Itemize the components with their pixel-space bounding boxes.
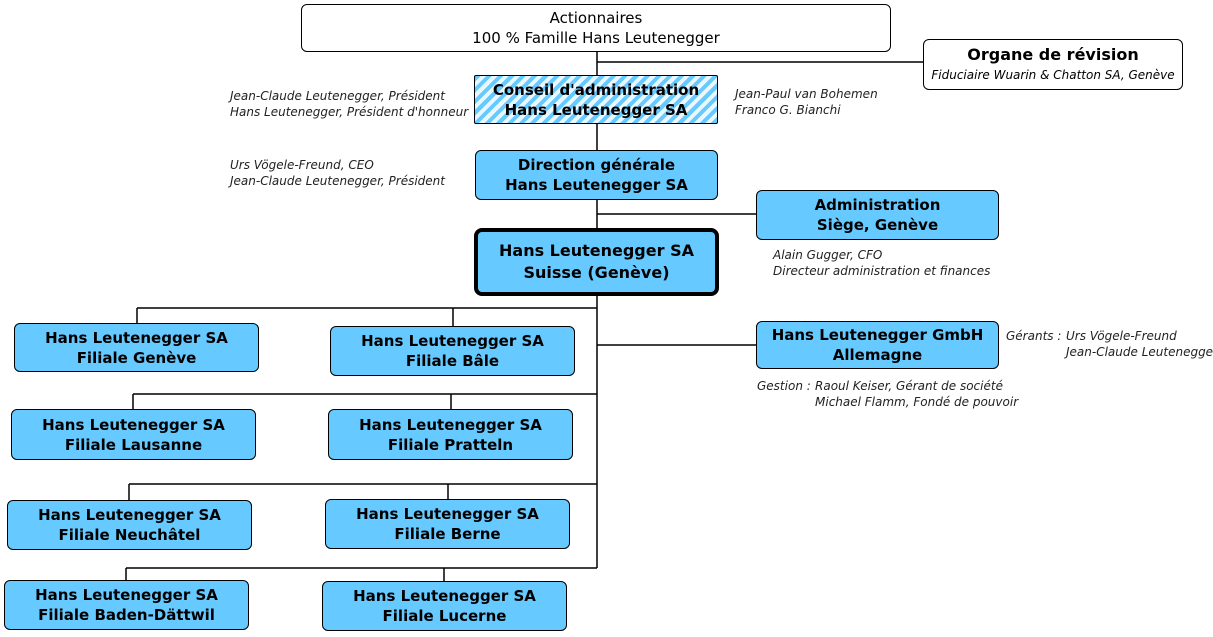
administration-member: Directeur administration et finances — [773, 264, 991, 278]
branch-company: Hans Leutenegger SA — [353, 587, 536, 605]
shareholders-title: Actionnaires — [549, 9, 643, 27]
board-members-left: Jean-Claude Leutenegger, Président Hans … — [230, 88, 468, 120]
audit-title: Organe de révision — [967, 44, 1139, 64]
board-member: Jean-Claude Leutenegger, Président — [230, 89, 445, 103]
germany-managers-label: Gérants : — [1006, 329, 1062, 343]
administration-location: Siège, Genève — [816, 216, 939, 234]
branch-location: Filiale Lausanne — [64, 435, 203, 454]
board-company: Hans Leutenegger SA — [504, 100, 688, 119]
swiss-company-name: Hans Leutenegger SA — [499, 241, 694, 260]
board-box: Conseil d'administration Hans Leutenegge… — [474, 75, 718, 124]
administration-member: Alain Gugger, CFO — [773, 248, 883, 262]
management-box: Direction générale Hans Leutenegger SA — [475, 150, 718, 200]
germany-gestion-label: Gestion : — [757, 379, 811, 393]
management-members: Urs Vögele-Freund, CEO Jean-Claude Leute… — [230, 157, 445, 189]
branch-location: Filiale Baden-Dättwil — [38, 606, 215, 624]
branch-company: Hans Leutenegger SA — [359, 415, 542, 434]
branch-pratteln-box: Hans Leutenegger SA Filiale Pratteln — [328, 409, 573, 460]
germany-managers: Urs Vögele-Freund Jean-Claude Leutenegge… — [1066, 328, 1213, 360]
branch-berne-box: Hans Leutenegger SA Filiale Berne — [325, 499, 570, 549]
branch-location: Filiale Pratteln — [387, 435, 514, 454]
swiss-company-location: Suisse (Genève) — [523, 263, 670, 282]
branch-location: Filiale Lucerne — [382, 607, 507, 625]
board-member: Hans Leutenegger, Président d'honneur — [230, 105, 469, 119]
branch-geneve-box: Hans Leutenegger SA Filiale Genève — [14, 323, 259, 372]
branch-location: Filiale Berne — [394, 525, 501, 543]
administration-members: Alain Gugger, CFO Directeur administrati… — [773, 247, 990, 279]
branch-company: Hans Leutenegger SA — [356, 505, 539, 523]
management-company: Hans Leutenegger SA — [505, 176, 688, 194]
branch-lucerne-box: Hans Leutenegger SA Filiale Lucerne — [322, 581, 567, 631]
branch-location: Filiale Neuchâtel — [58, 526, 201, 544]
swiss-company-box: Hans Leutenegger SA Suisse (Genève) — [474, 228, 719, 296]
branch-baden-dattwil-box: Hans Leutenegger SA Filiale Baden-Dättwi… — [4, 580, 249, 630]
branch-lausanne-box: Hans Leutenegger SA Filiale Lausanne — [11, 409, 256, 460]
branch-company: Hans Leutenegger SA — [45, 328, 228, 347]
management-member: Urs Vögele-Freund, CEO — [230, 158, 374, 172]
audit-firm: Fiduciaire Wuarin & Chatton SA, Genève — [931, 67, 1175, 82]
board-title: Conseil d'administration — [492, 80, 700, 99]
branch-neuchatel-box: Hans Leutenegger SA Filiale Neuchâtel — [7, 500, 252, 550]
germany-box: Hans Leutenegger GmbH Allemagne — [756, 321, 999, 369]
branch-company: Hans Leutenegger SA — [38, 506, 221, 524]
germany-gestion-member: Michael Flamm, Fondé de pouvoir — [815, 395, 1019, 409]
branch-bale-box: Hans Leutenegger SA Filiale Bâle — [330, 326, 575, 376]
germany-manager: Jean-Claude Leutenegger — [1066, 345, 1213, 359]
germany-location: Allemagne — [832, 346, 923, 364]
branch-company: Hans Leutenegger SA — [361, 332, 544, 350]
management-member: Jean-Claude Leutenegger, Président — [230, 174, 445, 188]
germany-gestion-member: Raoul Keiser, Gérant de société — [815, 379, 1003, 393]
branch-location: Filiale Genève — [76, 348, 197, 367]
board-members-right: Jean-Paul van Bohemen Franco G. Bianchi — [735, 86, 878, 118]
audit-box: Organe de révision Fiduciaire Wuarin & C… — [923, 39, 1183, 90]
management-title: Direction générale — [517, 156, 676, 174]
board-member: Franco G. Bianchi — [735, 103, 841, 117]
branch-company: Hans Leutenegger SA — [35, 586, 218, 604]
administration-title: Administration — [814, 196, 941, 214]
shareholders-box: Actionnaires 100 % Famille Hans Leuteneg… — [301, 4, 891, 52]
shareholders-ownership: 100 % Famille Hans Leutenegger — [472, 29, 720, 47]
board-member: Jean-Paul van Bohemen — [735, 87, 878, 101]
branch-location: Filiale Bâle — [405, 352, 500, 370]
germany-company-name: Hans Leutenegger GmbH — [771, 326, 984, 344]
branch-company: Hans Leutenegger SA — [42, 415, 225, 434]
germany-manager: Urs Vögele-Freund — [1066, 329, 1177, 343]
germany-gestion: Raoul Keiser, Gérant de société Michael … — [815, 378, 1018, 410]
administration-box: Administration Siège, Genève — [756, 190, 999, 240]
